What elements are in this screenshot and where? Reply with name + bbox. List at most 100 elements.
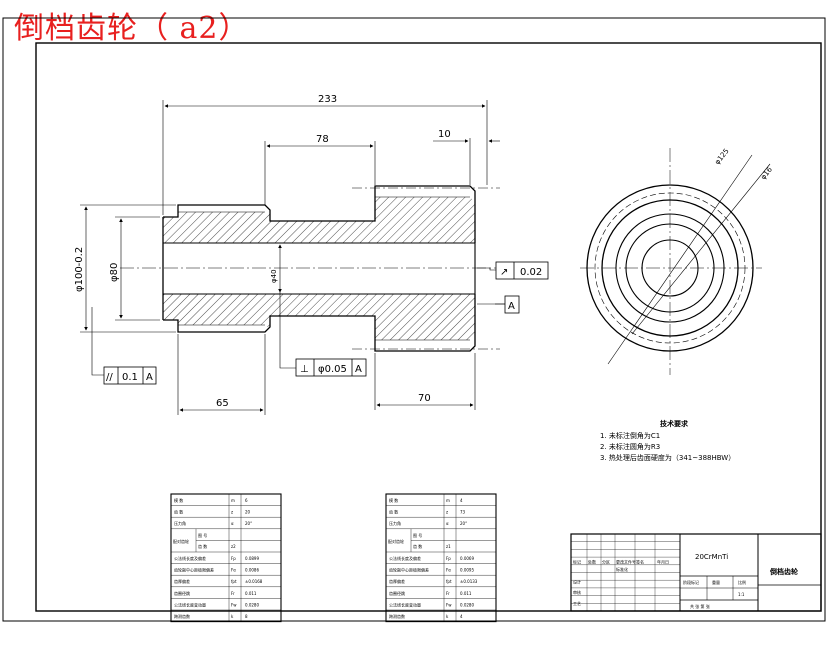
table-merged-sub: 图 号 (413, 532, 422, 538)
table-cell-value: 0.011 (460, 591, 472, 596)
tech-item-3: 3. 热处理后齿面硬度为（341~388HBW） (600, 453, 735, 462)
table-merged-value: z1 (446, 544, 451, 549)
parallelism-value: 0.1 (122, 372, 138, 383)
table-cell-symbol: k (231, 614, 234, 619)
table-cell-value: 0.0280 (460, 602, 474, 607)
table-cell-symbol: Fα (446, 568, 451, 573)
table-cell-name: 压力角 (174, 520, 186, 526)
table-merged-value: z2 (231, 544, 236, 549)
table-cell-name: 跨测齿数 (174, 613, 190, 619)
table-cell-symbol: m (231, 498, 235, 503)
table-cell-symbol: Fw (446, 602, 452, 607)
perpendicularity-frame: ⊥ φ0.05 A (295, 358, 367, 377)
table-merged-sub: 图 号 (198, 532, 207, 538)
title-block-std-label: 标准化 (616, 566, 628, 572)
tech-heading: 技术要求 (660, 419, 689, 428)
dim-hole-diameter: φ16 (759, 165, 774, 181)
table-cell-symbol: z (446, 510, 448, 515)
table-cell-value: 0.0899 (245, 556, 259, 561)
table-cell-symbol: Fr (446, 591, 450, 596)
datum-label: A (508, 301, 515, 312)
table-cell-name: 齿厚偏差 (389, 578, 405, 584)
title-block-grid: 处数分区更改文件号签名年月日标记设计审核工艺标准化 (571, 534, 680, 611)
tech-item-1: 1. 未标注倒角为C1 (600, 431, 660, 440)
table-cell-symbol: Fα (231, 568, 236, 573)
datum-marker: A (495, 295, 520, 314)
table-cell-name: 公法线长度及偏差 (389, 555, 421, 561)
title-block-row-label: 审核 (573, 589, 581, 595)
runout-value: 0.02 (520, 267, 542, 278)
table-merged-label: 配对齿轮 (173, 538, 189, 544)
table-cell-name: 模 数 (174, 497, 183, 503)
table-cell-symbol: z (231, 510, 233, 515)
stage-label: 阶段标记 (683, 579, 699, 585)
table-cell-symbol: Fp (446, 556, 451, 561)
table-cell-name: 公法线长度变动量 (174, 601, 206, 607)
material-text: 20CrMnTi (695, 553, 728, 561)
dimension-lines (80, 100, 500, 415)
parallelism-datum: A (146, 372, 153, 383)
runout-symbol: ↗ (500, 267, 508, 278)
outer-frame (2, 17, 826, 622)
dim-hub-length: 78 (316, 134, 329, 145)
table-cell-name: 公法线长度及偏差 (174, 555, 206, 561)
table-cell-value: 20° (460, 521, 467, 526)
table-cell-name: 齿 数 (174, 509, 183, 515)
sheet-text: 共 张 第 张 (690, 603, 710, 609)
tech-item-2: 2. 未标注圆角为R3 (600, 442, 660, 451)
table-cell-symbol: Fp (231, 556, 236, 561)
title-block-col-label: 更改文件号 (616, 558, 636, 564)
table-cell-name: 齿圈径跳 (174, 590, 190, 596)
title-block-col-label: 签名 (636, 558, 644, 564)
title-block-row-label: 标记 (573, 558, 581, 564)
title-block-row-label: 工艺 (573, 601, 581, 606)
table-cell-value: 20° (245, 521, 252, 526)
tech-requirements: 技术要求 1. 未标注倒角为C1 2. 未标注圆角为R3 3. 热处理后齿面硬度… (600, 419, 735, 462)
title-block-col-label: 分区 (602, 558, 610, 564)
table-cell-name: 压力角 (389, 520, 401, 526)
dim-shoulder-diameter: φ80 (109, 263, 120, 282)
section-view (120, 185, 520, 352)
table-cell-name: 齿 数 (389, 509, 398, 515)
perpendicularity-symbol: ⊥ (300, 364, 309, 375)
ratio-label: 比例 (738, 579, 746, 585)
table-cell-symbol: fpt (446, 579, 452, 584)
table-cell-symbol: fpt (231, 579, 237, 584)
table-cell-symbol: α (231, 521, 234, 526)
end-view (580, 148, 771, 375)
title-block-col-label: 年月日 (657, 558, 669, 564)
dim-right-step: 10 (438, 129, 451, 140)
table-cell-value: 4 (460, 498, 463, 503)
runout-frame: ↗ 0.02 (495, 261, 549, 280)
table-merged-sub: 齿 数 (413, 543, 422, 549)
table-cell-value: 6 (245, 498, 248, 503)
table-merged-label: 配对齿轮 (388, 538, 404, 544)
table-cell-value: 20 (245, 510, 251, 515)
table-cell-value: 0.0280 (245, 602, 259, 607)
table-cell-value: 73 (460, 510, 466, 515)
table-cell-value: ±0.0168 (245, 579, 263, 584)
title-block-col-label: 处数 (588, 558, 596, 564)
perpendicularity-value: φ0.05 (318, 364, 347, 375)
table-cell-symbol: m (446, 498, 450, 503)
table-cell-value: 8 (245, 614, 248, 619)
dim-right-length: 70 (418, 393, 431, 404)
table-cell-value: ±0.0133 (460, 579, 478, 584)
scale-value: 1:1 (738, 592, 745, 597)
parallelism-symbol: // (106, 372, 113, 383)
table-cell-name: 齿圈径跳 (389, 590, 405, 596)
table-cell-symbol: α (446, 521, 449, 526)
dim-overall-length: 233 (318, 94, 337, 105)
table-cell-value: 0.0069 (460, 556, 474, 561)
inner-frame (35, 42, 822, 612)
part-name-text: 倒档齿轮 (769, 567, 798, 576)
dim-bore-diameter: φ40 (270, 269, 278, 283)
weight-label: 重量 (712, 579, 720, 585)
table-cell-value: 0.011 (245, 591, 257, 596)
table-cell-value: 0.0095 (460, 568, 474, 573)
dim-left-length: 65 (216, 398, 229, 409)
table-merged-sub: 齿 数 (198, 543, 207, 549)
